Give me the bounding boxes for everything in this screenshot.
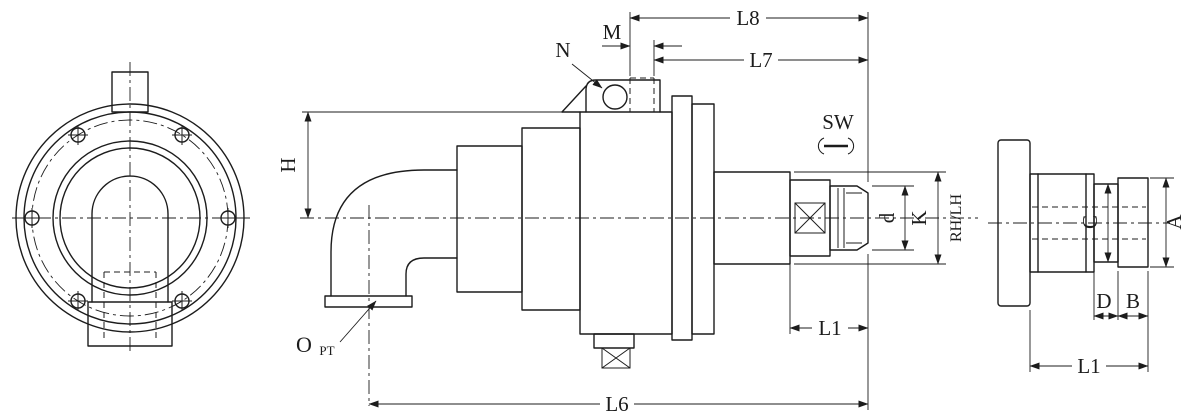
housing-head xyxy=(579,111,673,335)
dim-label-a: A xyxy=(1162,214,1186,230)
lug-gusset xyxy=(561,85,587,113)
flat-mark-diagonal-2 xyxy=(794,202,826,234)
elbow-front-outline xyxy=(91,175,169,303)
wrench-jaw-left xyxy=(817,137,825,155)
leader-N xyxy=(571,63,603,89)
dim-label-d2: D xyxy=(1096,289,1111,313)
dim-label-sw: SW xyxy=(822,110,854,134)
elbow-outer-profile xyxy=(330,169,458,297)
flat-surface-mark xyxy=(794,202,826,234)
dim-label-l1-detail: L1 xyxy=(1077,354,1100,378)
rotor-end-cap xyxy=(1117,177,1149,268)
dim-label-l1: L1 xyxy=(818,316,841,340)
flange-plate-2 xyxy=(691,103,715,335)
dim-label-n: N xyxy=(555,38,570,62)
pilot-circle-inner xyxy=(59,147,201,289)
flange-screw xyxy=(172,125,192,145)
bottom-boss xyxy=(593,333,635,349)
thread-direction-label: RH/LH xyxy=(948,194,965,242)
bottom-flat-diagonal-2 xyxy=(601,347,631,369)
dim-label-l8: L8 xyxy=(736,6,759,30)
side-section-view: L8 L7 M N H SW d K RH/LH L1 L6 O PT xyxy=(276,6,978,416)
dim-label-l7: L7 xyxy=(749,48,772,72)
wrench-jaw-right xyxy=(847,137,855,155)
housing-section-1 xyxy=(456,145,523,293)
wrench-icon xyxy=(817,137,855,155)
housing-section-2 xyxy=(521,127,581,311)
dim-label-b: B xyxy=(1126,289,1140,313)
bottom-flat-mark xyxy=(601,347,631,369)
dim-label-l6: L6 xyxy=(605,392,628,416)
front-view xyxy=(12,62,250,352)
port-label-o: O xyxy=(296,332,312,357)
dim-label-h: H xyxy=(276,157,300,172)
leader-O-PT xyxy=(339,300,377,343)
dim-label-d: d xyxy=(875,212,899,223)
elbow-port-lip xyxy=(324,295,413,308)
dim-label-c: C xyxy=(1078,215,1102,229)
flange-outer-circle xyxy=(15,103,245,333)
dim-label-m: M xyxy=(603,20,622,44)
port-label-pt: PT xyxy=(319,343,334,358)
elbow-inner-profile xyxy=(405,257,458,297)
threaded-end xyxy=(829,185,869,251)
rotor-detail-view: C A D B L1 xyxy=(988,139,1186,378)
flange-screw xyxy=(172,291,192,311)
pilot-circle-outer xyxy=(52,140,208,296)
flange-screw xyxy=(218,208,238,228)
flange-screw xyxy=(22,208,42,228)
top-tab xyxy=(111,71,149,113)
top-lug xyxy=(585,79,661,113)
flange-screw xyxy=(68,125,88,145)
base-block xyxy=(87,301,173,347)
lug-hole xyxy=(602,84,628,110)
dim-label-k: K xyxy=(907,210,931,225)
flange-screw xyxy=(68,291,88,311)
